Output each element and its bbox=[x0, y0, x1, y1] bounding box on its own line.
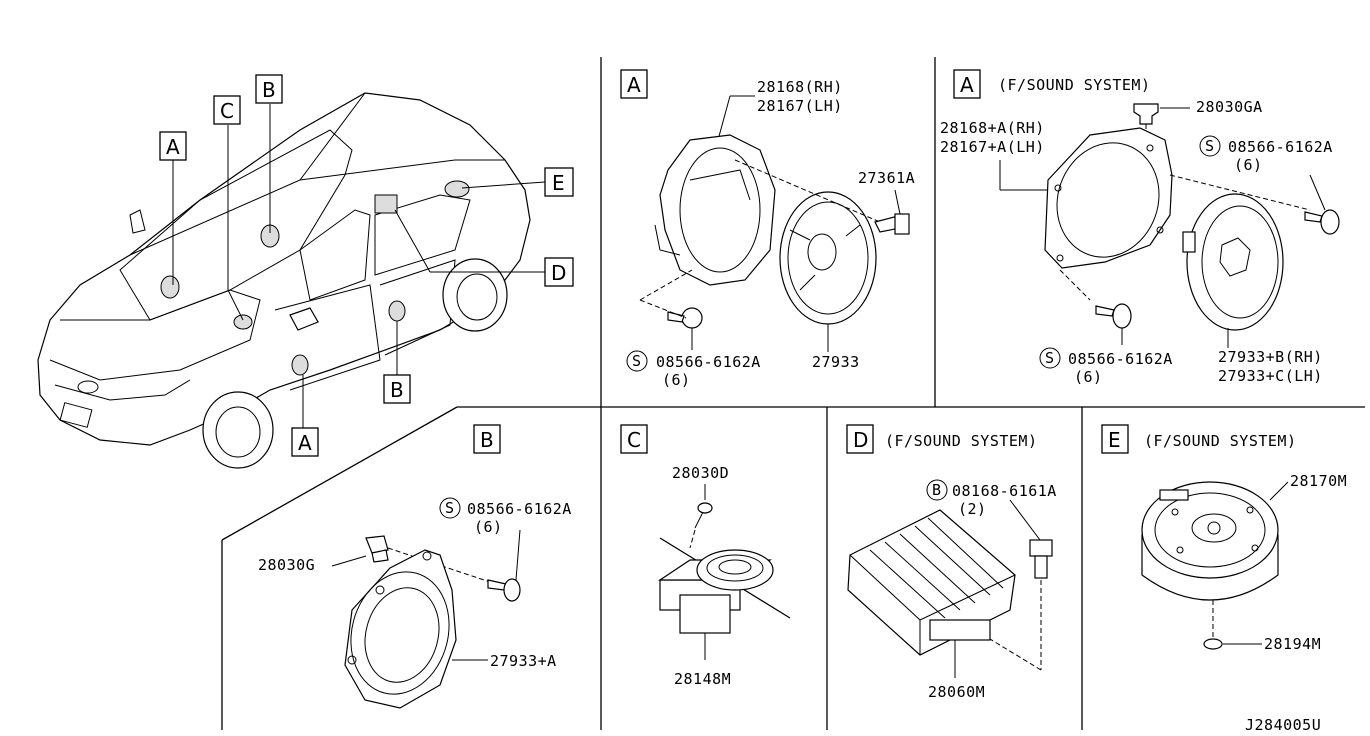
panel-letter: E bbox=[1108, 428, 1121, 452]
part-label-08566: 08566-6162A bbox=[656, 353, 761, 371]
part-label-27361a: 27361A bbox=[858, 169, 915, 187]
callout-letter: B bbox=[262, 78, 276, 102]
panel-letter: B bbox=[480, 428, 494, 452]
callout-a-top: A bbox=[159, 131, 187, 161]
part-label-28148m: 28148M bbox=[674, 670, 731, 688]
panel-e: E (F/SOUND SYSTEM) 28170M 28194M bbox=[1101, 424, 1347, 653]
callout-letter: D bbox=[551, 261, 566, 285]
part-label-28168a: 28168+A(RH) bbox=[940, 119, 1045, 137]
vehicle-illustration bbox=[37, 92, 546, 469]
part-label-08566-bottom: 08566-6162A bbox=[1068, 350, 1173, 368]
part-label-08566-top: 08566-6162A bbox=[1228, 138, 1333, 156]
panel-title: (F/SOUND SYSTEM) bbox=[885, 432, 1038, 450]
part-label-28030d: 28030D bbox=[672, 464, 729, 482]
callout-letter: E bbox=[552, 171, 565, 195]
callout-b-bottom: B bbox=[383, 374, 411, 404]
callout-c: C bbox=[213, 95, 241, 125]
part-label-08566: 08566-6162A bbox=[467, 500, 572, 518]
callout-b-top: B bbox=[255, 74, 283, 104]
part-label-28194m: 28194M bbox=[1264, 635, 1321, 653]
callout-letter: C bbox=[220, 99, 234, 123]
panel-letter: A bbox=[960, 73, 974, 97]
part-label-28167: 28167(LH) bbox=[757, 97, 843, 115]
part-qty: (6) bbox=[474, 518, 503, 536]
panel-b: B S 08566-6162A (6) 28030G 27933+A bbox=[258, 424, 572, 709]
panel-a-fsound: A (F/SOUND SYSTEM) 28030GA 28168+A(RH) 2… bbox=[940, 69, 1340, 386]
part-qty: (6) bbox=[1074, 368, 1103, 386]
part-label-28030g: 28030G bbox=[258, 556, 315, 574]
s-symbol: S bbox=[1045, 349, 1055, 367]
part-label-08168: 08168-6161A bbox=[952, 482, 1057, 500]
panel-c: C 28030D 28148M bbox=[620, 424, 791, 688]
panel-a: A 28168(RH) 28167(LH) 27361A S 08566-616… bbox=[620, 69, 915, 389]
part-label-27933c: 27933+C(LH) bbox=[1218, 367, 1323, 385]
s-symbol: S bbox=[445, 499, 455, 517]
part-label-28167a: 28167+A(LH) bbox=[940, 138, 1045, 156]
callout-e: E bbox=[544, 167, 574, 197]
s-symbol: S bbox=[1205, 137, 1215, 155]
part-label-27933: 27933 bbox=[812, 353, 860, 371]
part-label-28060m: 28060M bbox=[928, 683, 985, 701]
part-label-28168: 28168(RH) bbox=[757, 78, 843, 96]
part-qty: (6) bbox=[1234, 156, 1263, 174]
callout-a-bottom: A bbox=[291, 427, 319, 457]
part-label-27933a: 27933+A bbox=[490, 652, 557, 670]
b-symbol: B bbox=[932, 481, 942, 499]
part-label-28030ga: 28030GA bbox=[1196, 98, 1263, 116]
part-label-28170m: 28170M bbox=[1290, 472, 1347, 490]
panel-d: D (F/SOUND SYSTEM) B 08168-6161A (2) 280… bbox=[846, 424, 1057, 701]
panel-letter: A bbox=[627, 73, 641, 97]
callout-letter: A bbox=[166, 135, 180, 159]
diagram-id: J284005U bbox=[1245, 716, 1321, 734]
callout-d: D bbox=[544, 257, 574, 287]
part-qty: (2) bbox=[958, 500, 987, 518]
panel-title: (F/SOUND SYSTEM) bbox=[998, 76, 1151, 94]
part-label-27933b: 27933+B(RH) bbox=[1218, 348, 1323, 366]
callout-letter: A bbox=[298, 431, 312, 455]
panel-letter: D bbox=[853, 428, 868, 452]
panel-letter: C bbox=[627, 428, 641, 452]
callout-letter: B bbox=[390, 378, 404, 402]
part-qty: (6) bbox=[662, 371, 691, 389]
panel-title: (F/SOUND SYSTEM) bbox=[1144, 432, 1297, 450]
s-symbol: S bbox=[632, 352, 642, 370]
panel-dividers bbox=[221, 57, 1365, 730]
